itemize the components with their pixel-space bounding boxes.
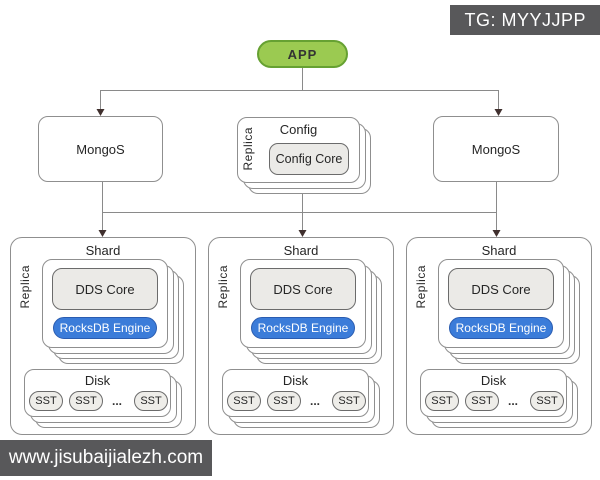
watermark-bottom-left-text: www.jisubaijialezh.com (8, 447, 204, 468)
dds-core-node: DDS Core (448, 268, 554, 310)
rocksdb-engine-label: RocksDB Engine (59, 321, 151, 335)
sst-label: SST (536, 395, 558, 407)
sst-pill: SST (425, 391, 459, 411)
disk-label: Disk (84, 373, 111, 388)
dds-core-label: DDS Core (75, 281, 135, 297)
sst-row: SST SST ... SST (227, 391, 367, 411)
shard-title: Shard (85, 243, 121, 258)
ellipsis: ... (508, 394, 519, 408)
sst-label: SST (233, 395, 255, 407)
mongos-right-label: MongoS (471, 141, 521, 157)
watermark-bottom-left: www.jisubaijialezh.com (0, 440, 212, 476)
disk-node: Disk SST SST ... SST (222, 369, 369, 417)
sst-label: SST (75, 395, 97, 407)
shard-node-3: Shard Replica DDS Core RocksDB Engine Di… (406, 237, 592, 435)
sst-label: SST (35, 395, 57, 407)
ellipsis: ... (112, 394, 123, 408)
config-title: Config (279, 122, 318, 137)
shard-node-1: Shard Replica DDS Core RocksDB Engine Di… (10, 237, 196, 435)
disk-node: Disk SST SST ... SST (420, 369, 567, 417)
watermark-top-right-text: TG: MYYJJPP (464, 9, 586, 30)
shard-title: Shard (481, 243, 517, 258)
mongos-left-node: MongoS (38, 116, 163, 182)
shard-node-2: Shard Replica DDS Core RocksDB Engine Di… (208, 237, 394, 435)
sst-label: SST (140, 395, 162, 407)
app-node: APP (257, 40, 348, 68)
replica-member-stack: DDS Core RocksDB Engine (240, 259, 366, 348)
shard-title: Shard (283, 243, 319, 258)
sst-pill: SST (267, 391, 301, 411)
dds-core-label: DDS Core (471, 281, 531, 297)
disk-label: Disk (282, 373, 309, 388)
sst-label: SST (338, 395, 360, 407)
rocksdb-engine-node: RocksDB Engine (251, 317, 355, 339)
sst-row: SST SST ... SST (425, 391, 565, 411)
shard-replica-label: Replica (216, 265, 230, 309)
arrowhead-right-router (494, 109, 503, 116)
sst-label: SST (431, 395, 453, 407)
sst-pill: SST (227, 391, 261, 411)
replica-member-stack: DDS Core RocksDB Engine (42, 259, 168, 348)
sst-label: SST (273, 395, 295, 407)
sst-pill: SST (134, 391, 169, 411)
disk-label: Disk (480, 373, 507, 388)
config-replica-label: Replica (241, 127, 255, 171)
sst-pill: SST (29, 391, 63, 411)
sst-pill: SST (465, 391, 499, 411)
app-label: APP (287, 46, 318, 62)
dds-core-label: DDS Core (273, 281, 333, 297)
dds-core-node: DDS Core (250, 268, 356, 310)
mongos-left-label: MongoS (76, 141, 125, 157)
sst-pill: SST (530, 391, 565, 411)
rocksdb-engine-node: RocksDB Engine (449, 317, 553, 339)
mongos-right-node: MongoS (433, 116, 559, 182)
sst-pill: SST (332, 391, 367, 411)
config-core-node: Config Core (269, 143, 349, 175)
rocksdb-engine-label: RocksDB Engine (257, 321, 349, 335)
shard-replica-label: Replica (18, 265, 32, 309)
config-core-label: Config Core (275, 152, 343, 166)
sst-label: SST (471, 395, 493, 407)
shard-replica-label: Replica (414, 265, 428, 309)
arrowhead-right-shard (492, 230, 501, 237)
ellipsis: ... (310, 394, 321, 408)
sst-row: SST SST ... SST (29, 391, 169, 411)
arrowhead-left-shard (98, 230, 107, 237)
rocksdb-engine-node: RocksDB Engine (53, 317, 157, 339)
arrowhead-left-router (96, 109, 105, 116)
replica-member-stack: DDS Core RocksDB Engine (438, 259, 564, 348)
sst-pill: SST (69, 391, 103, 411)
rocksdb-engine-label: RocksDB Engine (455, 321, 547, 335)
config-node: Config Replica Config Core (237, 117, 360, 183)
dds-core-node: DDS Core (52, 268, 158, 310)
disk-node: Disk SST SST ... SST (24, 369, 171, 417)
arrowhead-middle-shard (298, 230, 307, 237)
watermark-top-right: TG: MYYJJPP (450, 5, 600, 35)
